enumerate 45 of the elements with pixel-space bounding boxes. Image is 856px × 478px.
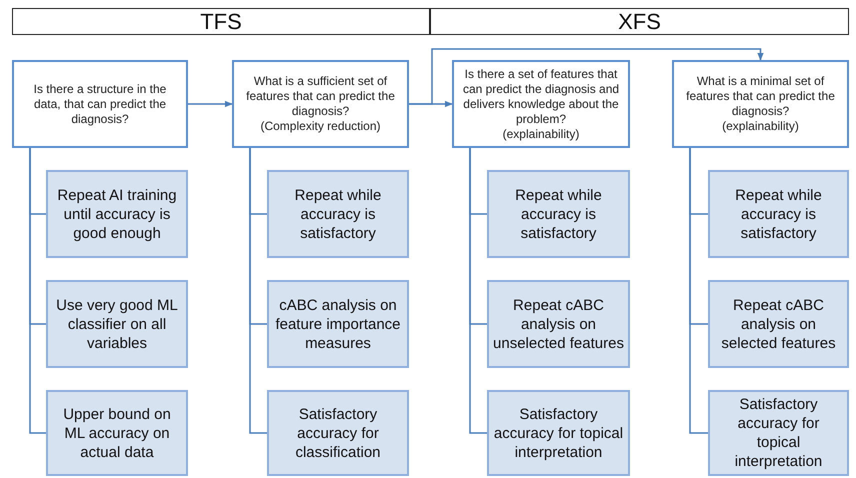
box-text: Repeat AI training until accuracy is good enough — [56, 186, 178, 242]
connector-line — [249, 148, 267, 434]
step-box — [487, 280, 630, 368]
box-text: TFS — [200, 8, 242, 36]
step-box — [46, 390, 188, 476]
box-text: XFS — [618, 8, 661, 36]
step-box — [267, 170, 409, 258]
step-box — [46, 170, 188, 258]
box-text: What is a minimal set of features that can predict the diagnosis? — [685, 74, 836, 119]
step-box — [46, 280, 188, 368]
arrow — [188, 100, 233, 108]
column-header — [430, 8, 849, 35]
step-box — [708, 170, 849, 258]
question-box — [672, 60, 849, 148]
box-text: Satisfactory accuracy for classification — [294, 404, 382, 462]
connector-line — [29, 148, 46, 434]
connector-line — [689, 148, 708, 434]
box-text: Satisfactory accuracy for topical interpretation — [493, 404, 624, 462]
box-subtext: (explainability) — [722, 119, 799, 134]
box-text: Repeat while accuracy is satisfactory — [734, 186, 823, 242]
box-text: Is there a set of features that can predict the diagnosis and delivers knowledge about the problem? — [462, 66, 620, 126]
step-box — [487, 390, 630, 476]
arrow — [409, 48, 764, 105]
box-text: Repeat while accuracy is satisfactory — [514, 186, 603, 242]
box-text: Repeat while accuracy is satisfactory — [294, 186, 382, 242]
step-box — [267, 280, 409, 368]
box-text: What is a sufficient set of features that can predict the diagnosis? — [245, 74, 396, 119]
question-box — [232, 60, 409, 148]
box-text: Repeat cABC analysis on unselected features — [493, 296, 624, 352]
box-text: Satisfactory accuracy for topical interpretation — [734, 395, 824, 471]
question-box — [452, 60, 630, 148]
question-box — [12, 60, 188, 148]
step-box — [487, 170, 630, 258]
box-text: Repeat cABC analysis on selected features — [720, 296, 837, 352]
step-box — [708, 390, 849, 476]
box-text: Is there a structure in the data, that can predict the diagnosis? — [32, 82, 168, 126]
box-subtext: (explainability) — [502, 126, 580, 142]
step-box — [708, 280, 849, 368]
step-box — [267, 390, 409, 476]
box-subtext: (Complexity reduction) — [260, 119, 381, 134]
box-text: Use very good ML classifier on all variables — [55, 296, 179, 352]
column-header — [12, 8, 430, 35]
box-text: cABC analysis on feature importance measures — [274, 296, 402, 352]
box-text: Upper bound on ML accuracy on actual data — [62, 404, 172, 462]
connector-line — [469, 148, 487, 434]
